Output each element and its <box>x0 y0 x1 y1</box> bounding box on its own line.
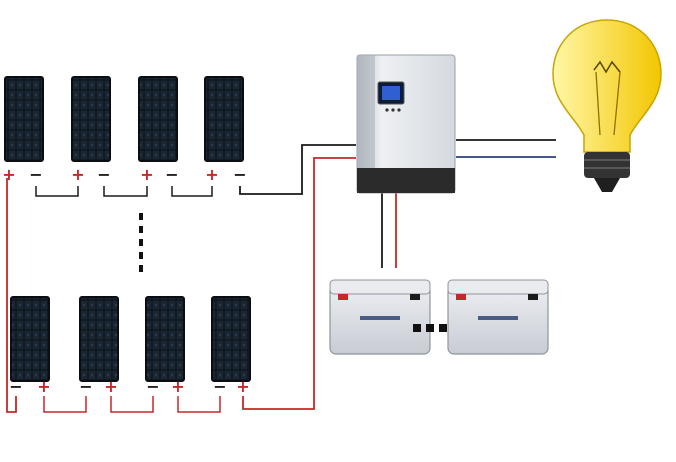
battery-icon <box>447 279 549 355</box>
light-bulb-icon <box>552 19 662 192</box>
solar-panel-icon <box>4 76 44 162</box>
battery-icon <box>329 279 431 355</box>
terminal-label: + <box>236 377 249 396</box>
lcd-display-icon <box>377 81 405 105</box>
terminal-label: − <box>9 377 22 396</box>
series-jumpers-bottom <box>43 396 221 413</box>
solar-panel-icon <box>138 76 178 162</box>
terminal-label: − <box>233 165 246 184</box>
solar-panel-icon <box>79 296 119 382</box>
solar-panel-icon <box>145 296 185 382</box>
terminal-label: − <box>29 165 42 184</box>
terminal-label: + <box>71 165 84 184</box>
terminal-label: − <box>97 165 110 184</box>
terminal-label: − <box>165 165 178 184</box>
terminal-label: + <box>171 377 184 396</box>
series-jumpers-top <box>35 186 213 197</box>
panel-row-top <box>4 76 244 162</box>
terminal-labels-bottom: − + − + − + − + <box>9 377 249 396</box>
terminal-label: − <box>213 377 226 396</box>
terminal-label: + <box>205 165 218 184</box>
terminal-label: − <box>146 377 159 396</box>
terminal-label: + <box>2 165 15 184</box>
negative-wire <box>239 139 556 268</box>
terminal-label: + <box>37 377 50 396</box>
vertical-ellipsis-icon <box>139 213 143 272</box>
solar-panel-icon <box>10 296 50 382</box>
terminal-label: + <box>104 377 117 396</box>
terminal-label: + <box>140 165 153 184</box>
solar-panel-icon <box>71 76 111 162</box>
solar-panel-icon <box>211 296 251 382</box>
terminal-label: − <box>79 377 92 396</box>
panel-row-bottom <box>10 296 251 382</box>
positive-wire <box>6 157 397 413</box>
terminal-labels-top: + − + − + − + − <box>2 165 246 184</box>
horizontal-ellipsis-icon <box>413 324 447 332</box>
solar-panel-icon <box>204 76 244 162</box>
inverter-icon <box>356 54 456 194</box>
